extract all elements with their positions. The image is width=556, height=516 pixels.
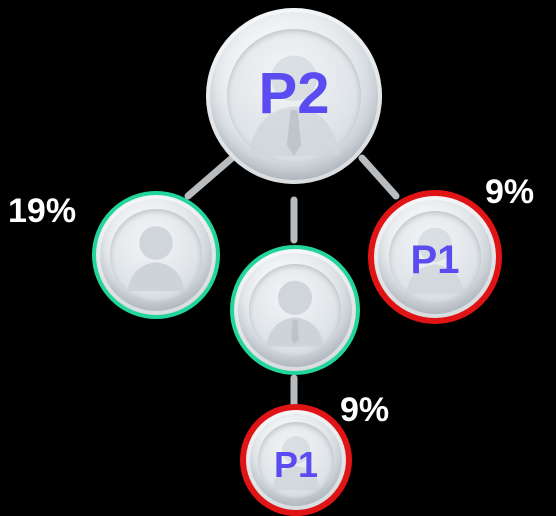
node-left[interactable] <box>92 191 220 319</box>
connector-root-left <box>184 154 236 200</box>
person-icon <box>248 55 340 156</box>
person-icon <box>127 226 185 291</box>
person-icon <box>265 280 325 347</box>
node-root[interactable]: P2 <box>206 8 382 184</box>
percent-right: 9% <box>485 173 535 211</box>
person-icon <box>272 436 320 490</box>
node-right-label: P1 <box>410 238 460 282</box>
node-right[interactable]: P1 <box>368 190 502 324</box>
percent-bottom: 9% <box>340 391 390 429</box>
node-middle[interactable] <box>230 245 360 375</box>
node-bottom[interactable]: P1 <box>240 404 352 516</box>
node-root-label: P2 <box>258 61 330 126</box>
node-bottom-label: P1 <box>273 444 319 485</box>
connector-root-right <box>358 154 400 200</box>
person-icon <box>405 227 465 294</box>
percent-left: 19% <box>8 192 77 230</box>
